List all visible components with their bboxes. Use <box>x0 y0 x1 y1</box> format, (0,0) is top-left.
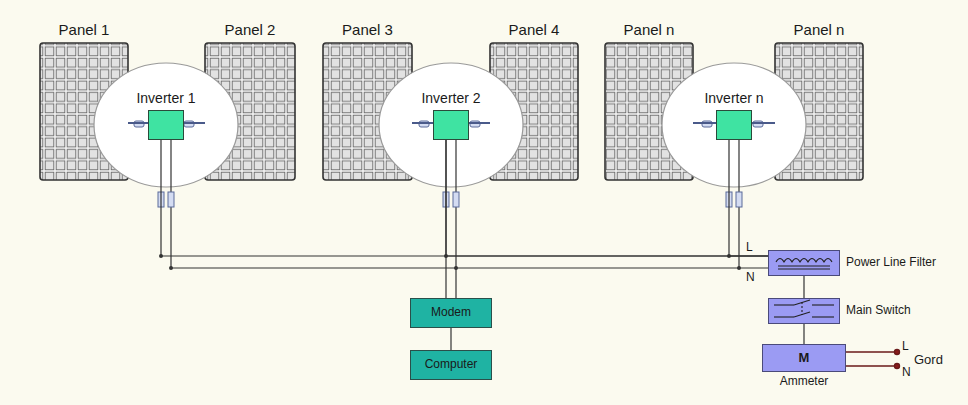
grid-label: Gord <box>914 353 943 367</box>
node-title: Panel 2 <box>225 21 276 38</box>
node-title: Panel n <box>624 21 675 38</box>
inverter-box: Inverter n <box>716 110 752 140</box>
node-title: Panel 3 <box>342 21 393 38</box>
node-title: Computer <box>411 358 491 372</box>
solar-panel: Panel n <box>775 43 863 180</box>
solar-panel: Panel 1 <box>40 43 128 180</box>
switch-box: Main Switch <box>768 298 840 324</box>
solar-panel: Panel 4 <box>490 43 578 180</box>
node-title: Inverter 2 <box>421 90 480 106</box>
node-title: Main Switch <box>846 304 911 318</box>
node-title: Panel n <box>794 21 845 38</box>
dc-cable <box>693 122 716 124</box>
solar-panel: Panel 2 <box>205 43 295 180</box>
fuse <box>158 192 742 207</box>
filter-symbol <box>768 250 840 276</box>
node-title: Power Line Filter <box>846 256 936 270</box>
ac-wire <box>445 140 446 298</box>
node-title: Inverter n <box>704 90 763 106</box>
filter-box: Power Line Filter <box>768 250 840 276</box>
grid-wire <box>840 350 900 369</box>
ammeter-box: MAmmeter <box>762 344 846 372</box>
line-label: N <box>902 366 911 379</box>
node-caption: Ammeter <box>780 375 829 389</box>
inverter-box: Inverter 2 <box>433 110 469 140</box>
ac-wire <box>729 140 768 256</box>
dc-cable <box>469 122 490 124</box>
modem-box: Modem <box>410 298 492 328</box>
dc-cable <box>184 122 205 124</box>
solar-panel: Panel 3 <box>323 43 412 180</box>
dc-cable <box>752 122 775 124</box>
neutral-wire <box>171 140 768 298</box>
node-title: Modem <box>411 306 491 320</box>
ac-wire <box>803 324 804 344</box>
computer-box: Computer <box>410 350 492 380</box>
node-title: Inverter 1 <box>136 90 195 106</box>
node-title: M <box>763 351 845 366</box>
dc-cable <box>128 122 148 124</box>
ac-wire <box>446 140 768 256</box>
line-label: N <box>746 271 755 284</box>
line-label: L <box>746 241 753 254</box>
switch-symbol <box>768 298 840 324</box>
ac-wire <box>161 140 768 256</box>
dc-cable <box>412 122 433 124</box>
ac-wire <box>450 328 451 350</box>
line-label: L <box>902 340 909 353</box>
node-title: Panel 4 <box>509 21 560 38</box>
inverter-box: Inverter 1 <box>148 110 184 140</box>
ac-wire <box>803 276 804 298</box>
node-title: Panel 1 <box>59 21 110 38</box>
solar-panel: Panel n <box>605 43 693 180</box>
panel-cutout <box>94 63 806 187</box>
